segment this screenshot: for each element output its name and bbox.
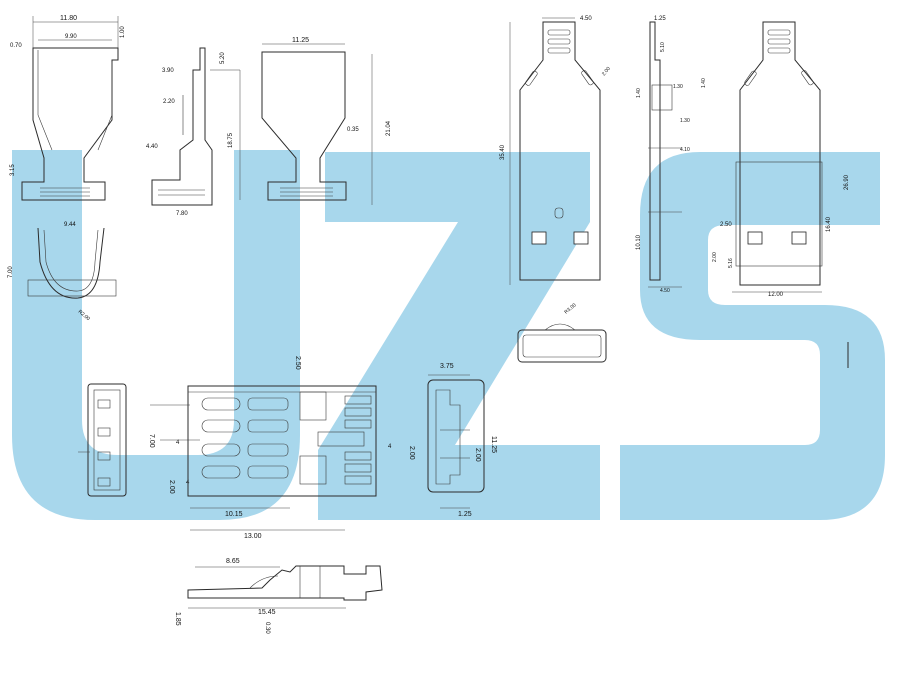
dim-label: 1.25 [654, 16, 666, 22]
dim-label: 1.40 [636, 88, 642, 98]
dim-label: 2.00 [408, 446, 415, 460]
view-shell-back: 11.25 21.04 0.35 [261, 37, 392, 205]
contact-pins [344, 395, 372, 485]
dim-label: 10.15 [225, 511, 243, 518]
dim-label: 4.50 [580, 16, 592, 22]
dim-label: 15.45 [258, 609, 276, 616]
dim-label: 7.80 [176, 211, 188, 217]
dim-label: 4 [388, 444, 392, 450]
dim-label: 2.50 [720, 222, 732, 228]
dim-label: 7.00 [8, 266, 14, 278]
dim-label: 5.10 [660, 42, 666, 52]
dim-label: 2.00 [474, 448, 481, 462]
watermark-letter-z [318, 152, 600, 520]
view-connector-end [78, 383, 127, 497]
dim-label: 1.30 [680, 118, 690, 124]
dim-label: 11.80 [60, 15, 77, 22]
dim-label: 2.00 [168, 480, 175, 494]
dim-label: 3.15 [10, 164, 16, 176]
watermark-letter-u [12, 150, 300, 520]
dim-label: 4.40 [146, 144, 158, 150]
dim-label: 3.75 [440, 363, 454, 370]
dim-label: 26.90 [844, 174, 850, 190]
dim-label: 9.90 [65, 34, 77, 40]
dim-label: 4 [176, 440, 180, 446]
watermark-letter-s [620, 152, 885, 520]
dim-label: 1.30 [673, 84, 683, 90]
dim-label: 11.25 [490, 436, 497, 453]
dim-label: 2.00 [712, 252, 718, 262]
contact-rows [201, 391, 365, 485]
dim-label: 4.10 [680, 147, 690, 153]
dim-label: 13.00 [244, 533, 262, 540]
watermark-square [555, 482, 589, 510]
dim-label: 4.50 [660, 288, 670, 294]
dim-label: 7.00 [148, 434, 155, 448]
dim-label: R3.00 [563, 302, 577, 315]
dim-label: 5.16 [728, 258, 734, 268]
dim-label: 35.40 [500, 144, 506, 160]
view-plug-side: 3.75 11.25 2.00 2.00 1.25 [408, 363, 497, 518]
dim-label: 18.75 [228, 132, 234, 148]
dim-label: 2.50 [294, 356, 301, 370]
dim-label: 0.30 [264, 622, 270, 634]
dim-label: 2.00 [601, 66, 612, 77]
view-plug-profile: 8.65 15.45 1.85 0.30 [174, 558, 383, 634]
dim-label: 0.35 [347, 127, 359, 133]
watermark-uzs [12, 150, 885, 520]
watermark-square [555, 448, 589, 476]
dim-label: 16.40 [826, 216, 832, 232]
dim-label: 1.00 [120, 26, 126, 38]
view-shell-side: 3.90 5.20 2.20 4.40 18.75 7.80 [146, 47, 241, 217]
dim-label: 3.90 [162, 68, 174, 74]
dim-label: 21.04 [386, 120, 392, 136]
dim-label: 11.25 [292, 37, 309, 44]
view-shell-front: 11.80 9.90 0.70 1.00 3.15 [10, 15, 126, 201]
dim-label: 10.10 [636, 234, 642, 250]
view-side-section: 1.25 5.10 1.30 1.40 1.40 1.30 4.10 10.10… [636, 16, 707, 294]
dim-label: 1.85 [174, 612, 181, 626]
dim-label: 0.70 [10, 43, 22, 49]
dim-label: 5.20 [220, 52, 226, 64]
dim-label: 9.44 [64, 222, 76, 228]
dim-label: 8.65 [226, 558, 240, 565]
dim-label: 2.20 [163, 99, 175, 105]
view-plug-top: 2.50 7.00 4 2.00 4 10.15 13.00 4 [148, 356, 392, 540]
dim-label: 1.25 [458, 511, 472, 518]
dim-label: 12.00 [768, 292, 784, 298]
dim-label: 1.40 [701, 78, 707, 88]
view-bottom-shell: 26.90 2.50 16.40 2.00 5.16 12.00 [712, 21, 850, 298]
